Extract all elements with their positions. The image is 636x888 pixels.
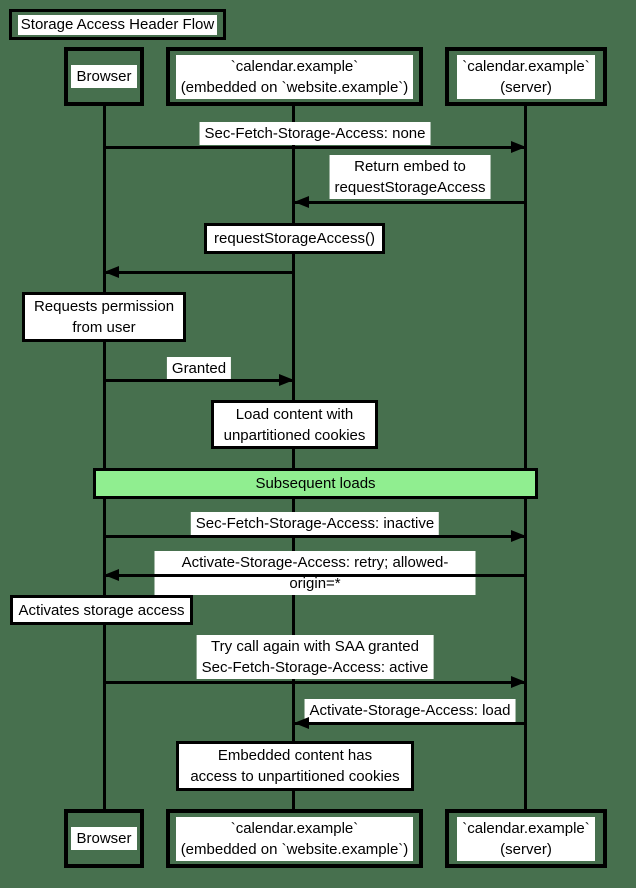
- participant-embedded-bottom: `calendar.example` (embedded on `website…: [166, 809, 423, 868]
- message-4-line: [104, 535, 526, 538]
- message-2-arrowhead: [104, 266, 119, 278]
- message-3-arrowhead: [279, 374, 294, 386]
- message-6-label: Try call again with SAA granted Sec-Fetc…: [196, 635, 434, 679]
- message-2-line: [104, 271, 294, 274]
- message-4-arrowhead: [511, 530, 526, 542]
- subsequent-loads-divider: Subsequent loads: [93, 468, 538, 499]
- message-7-line: [294, 722, 526, 725]
- diagram-title: Storage Access Header Flow: [17, 14, 218, 35]
- note-load-content: Load content with unpartitioned cookies: [211, 400, 378, 449]
- participant-embedded-label: `calendar.example` (embedded on `website…: [175, 54, 414, 99]
- message-1-arrowhead: [294, 196, 309, 208]
- note-requests-permission: Requests permission from user: [22, 292, 186, 342]
- message-5-label: Activate-Storage-Access: retry; allowed-…: [154, 551, 476, 595]
- lifeline-embedded: [292, 106, 295, 810]
- message-1-label: Return embed to requestStorageAccess: [329, 155, 491, 199]
- message-5-line: [104, 574, 526, 577]
- message-6-line: [104, 681, 526, 684]
- lifeline-server: [524, 106, 527, 810]
- participant-server-label: `calendar.example` (server): [457, 816, 595, 861]
- message-3-label: Granted: [166, 357, 232, 380]
- message-7-arrowhead: [294, 717, 309, 729]
- message-5-arrowhead: [104, 569, 119, 581]
- participant-browser-bottom: Browser: [64, 809, 144, 868]
- diagram-title-box: Storage Access Header Flow: [9, 9, 226, 40]
- participant-browser-label: Browser: [71, 65, 137, 88]
- message-0-line: [104, 146, 526, 149]
- note-embedded-content-access: Embedded content has access to unpartiti…: [176, 741, 414, 791]
- note-activates-storage-access: Activates storage access: [10, 595, 193, 625]
- subsequent-loads-label: Subsequent loads: [255, 475, 376, 492]
- participant-server-bottom: `calendar.example` (server): [445, 809, 607, 868]
- message-0-arrowhead: [511, 141, 526, 153]
- message-7-label: Activate-Storage-Access: load: [304, 699, 516, 722]
- participant-browser-label: Browser: [71, 827, 137, 850]
- message-6-arrowhead: [511, 676, 526, 688]
- participant-browser-top: Browser: [64, 47, 144, 106]
- message-0-label: Sec-Fetch-Storage-Access: none: [199, 122, 431, 145]
- note-request-storage-access: requestStorageAccess(): [204, 223, 385, 254]
- participant-embedded-label: `calendar.example` (embedded on `website…: [175, 816, 414, 861]
- lifeline-browser: [103, 106, 106, 810]
- message-1-line: [294, 201, 526, 204]
- participant-server-top: `calendar.example` (server): [445, 47, 607, 106]
- message-3-line: [104, 379, 294, 382]
- participant-server-label: `calendar.example` (server): [457, 54, 595, 99]
- message-4-label: Sec-Fetch-Storage-Access: inactive: [190, 512, 440, 535]
- participant-embedded-top: `calendar.example` (embedded on `website…: [166, 47, 423, 106]
